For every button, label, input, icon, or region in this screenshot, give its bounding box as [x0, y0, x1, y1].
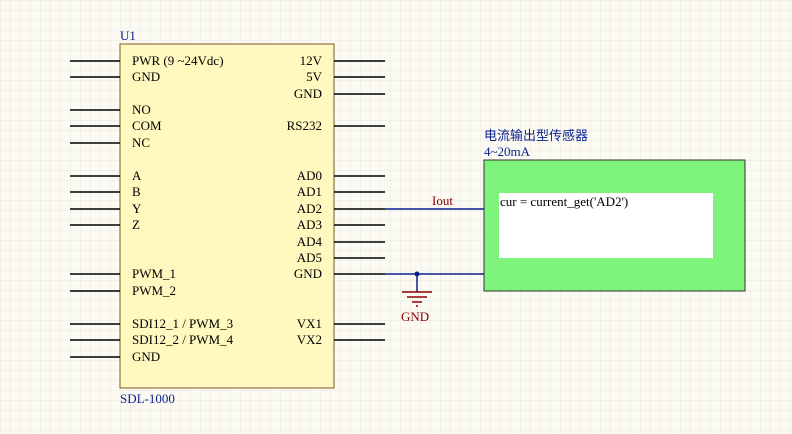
ic-left-pins: PWR (9 ~24Vdc)GNDNOCOMNCABYZPWM_1PWM_2SD…	[70, 53, 234, 364]
pin-label-left-sdi12-1-pwm-3: SDI12_1 / PWM_3	[132, 316, 233, 331]
pin-label-right-ad2: AD2	[297, 201, 322, 216]
pin-label-left-gnd: GND	[132, 69, 160, 84]
ic-designator: U1	[120, 28, 136, 43]
pin-label-left-pwm-2: PWM_2	[132, 283, 176, 298]
sensor-code: cur = current_get('AD2')	[500, 194, 628, 209]
sensor-code-box[interactable]	[499, 193, 713, 258]
pin-label-right-ad1: AD1	[297, 184, 322, 199]
pin-label-right-5v: 5V	[306, 69, 323, 84]
pin-label-right-ad4: AD4	[297, 234, 323, 249]
pin-label-left-nc: NC	[132, 135, 150, 150]
sensor-title: 电流输出型传感器	[484, 128, 588, 144]
pin-label-right-ad0: AD0	[297, 168, 322, 183]
ic-body[interactable]	[119, 43, 335, 389]
pin-label-left-pwm-1: PWM_1	[132, 266, 176, 281]
ic-part-name: SDL-1000	[120, 391, 175, 406]
iout-net-label: Iout	[432, 193, 453, 208]
pin-label-left-y: Y	[132, 201, 142, 216]
pin-label-right-ad3: AD3	[297, 217, 322, 232]
pin-label-right-ad5: AD5	[297, 250, 322, 265]
pin-label-right-vx1: VX1	[297, 316, 322, 331]
sensor-range: 4~20mA	[484, 144, 531, 159]
pin-label-left-z: Z	[132, 217, 140, 232]
pin-label-left-a: A	[132, 168, 142, 183]
pin-label-right-gnd: GND	[294, 266, 322, 281]
pin-label-left-sdi12-2-pwm-4: SDI12_2 / PWM_4	[132, 332, 234, 347]
ground-symbol-icon[interactable]	[402, 291, 432, 307]
pin-label-right-12v: 12V	[300, 53, 323, 68]
pin-label-left-b: B	[132, 184, 141, 199]
ground-label: GND	[401, 309, 429, 324]
pin-label-right-rs232: RS232	[287, 118, 322, 133]
sensor-block[interactable]: 电流输出型传感器 4~20mA cur = current_get('AD2')	[483, 128, 746, 292]
ic-u1[interactable]: U1 SDL-1000 PWR (9 ~24Vdc)GNDNOCOMNCABYZ…	[70, 28, 385, 406]
pin-label-left-pwr-9-24vdc: PWR (9 ~24Vdc)	[132, 53, 224, 68]
pin-label-left-no: NO	[132, 102, 151, 117]
pin-label-right-gnd: GND	[294, 86, 322, 101]
pin-label-right-vx2: VX2	[297, 332, 322, 347]
pin-label-left-gnd: GND	[132, 349, 160, 364]
pin-label-left-com: COM	[132, 118, 162, 133]
